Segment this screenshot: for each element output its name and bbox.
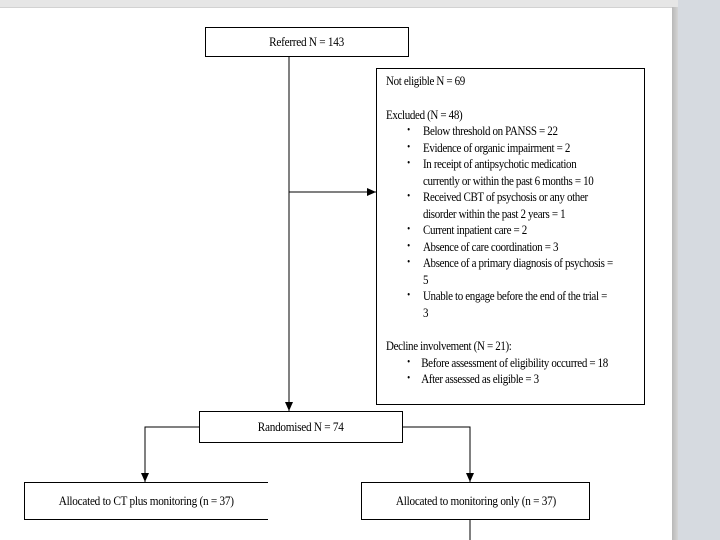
bullet-icon: • [407,373,410,384]
ruler-strip [0,0,720,8]
list-item: •Evidence of organic impairment = 2 [407,140,571,155]
bullet-icon: • [407,290,410,301]
excluded-heading: Excluded (N = 48) [386,107,463,122]
bullet-icon: • [407,257,410,268]
referred-box: Referred N = 143 [205,27,409,57]
arrow-to-monitoring-group [403,426,474,482]
list-item: •Unable to engage before the end of the … [407,289,607,320]
bullet-icon: • [407,224,410,235]
list-item: •Before assessment of eligibility occurr… [407,355,608,370]
randomised-box: Randomised N = 74 [199,411,403,443]
list-item: •Current inpatient care = 2 [407,223,527,237]
bullet-icon: • [407,191,410,202]
declined-heading: Decline involvement (N = 21): [386,339,512,353]
excluded-list: •Below threshold on PANSS = 22 •Evidence… [386,123,637,321]
arrow-to-ct-group [141,426,199,482]
allocated-monitoring-label: Allocated to monitoring only (n = 37) [395,494,556,508]
bullet-icon: • [407,125,410,136]
allocated-ct-box: Allocated to CT plus monitoring (n = 37) [24,482,268,520]
bullet-icon: • [407,240,410,252]
allocated-monitoring-box: Allocated to monitoring only (n = 37) [361,482,590,520]
list-item: •Absence of care coordination = 3 [407,239,559,254]
bullet-icon: • [407,356,410,368]
page-edge-shadow [672,7,678,540]
list-item: •After assessed as eligible = 3 [407,372,539,386]
bullet-icon: • [407,141,410,153]
referred-label: Referred N = 143 [269,35,345,49]
list-item: •Absence of a primary diagnosis of psych… [407,256,613,287]
window-gutter [678,0,720,540]
not-eligible-label: Not eligible N = 69 [386,74,465,88]
bullet-icon: • [407,158,410,169]
exclusions-box: Not eligible N = 69 Excluded (N = 48) •B… [376,68,645,405]
list-item: •Below threshold on PANSS = 22 [407,124,558,138]
allocated-ct-label: Allocated to CT plus monitoring (n = 37) [58,494,234,508]
declined-list: •Before assessment of eligibility occurr… [407,355,637,388]
randomised-label: Randomised N = 74 [258,420,344,434]
